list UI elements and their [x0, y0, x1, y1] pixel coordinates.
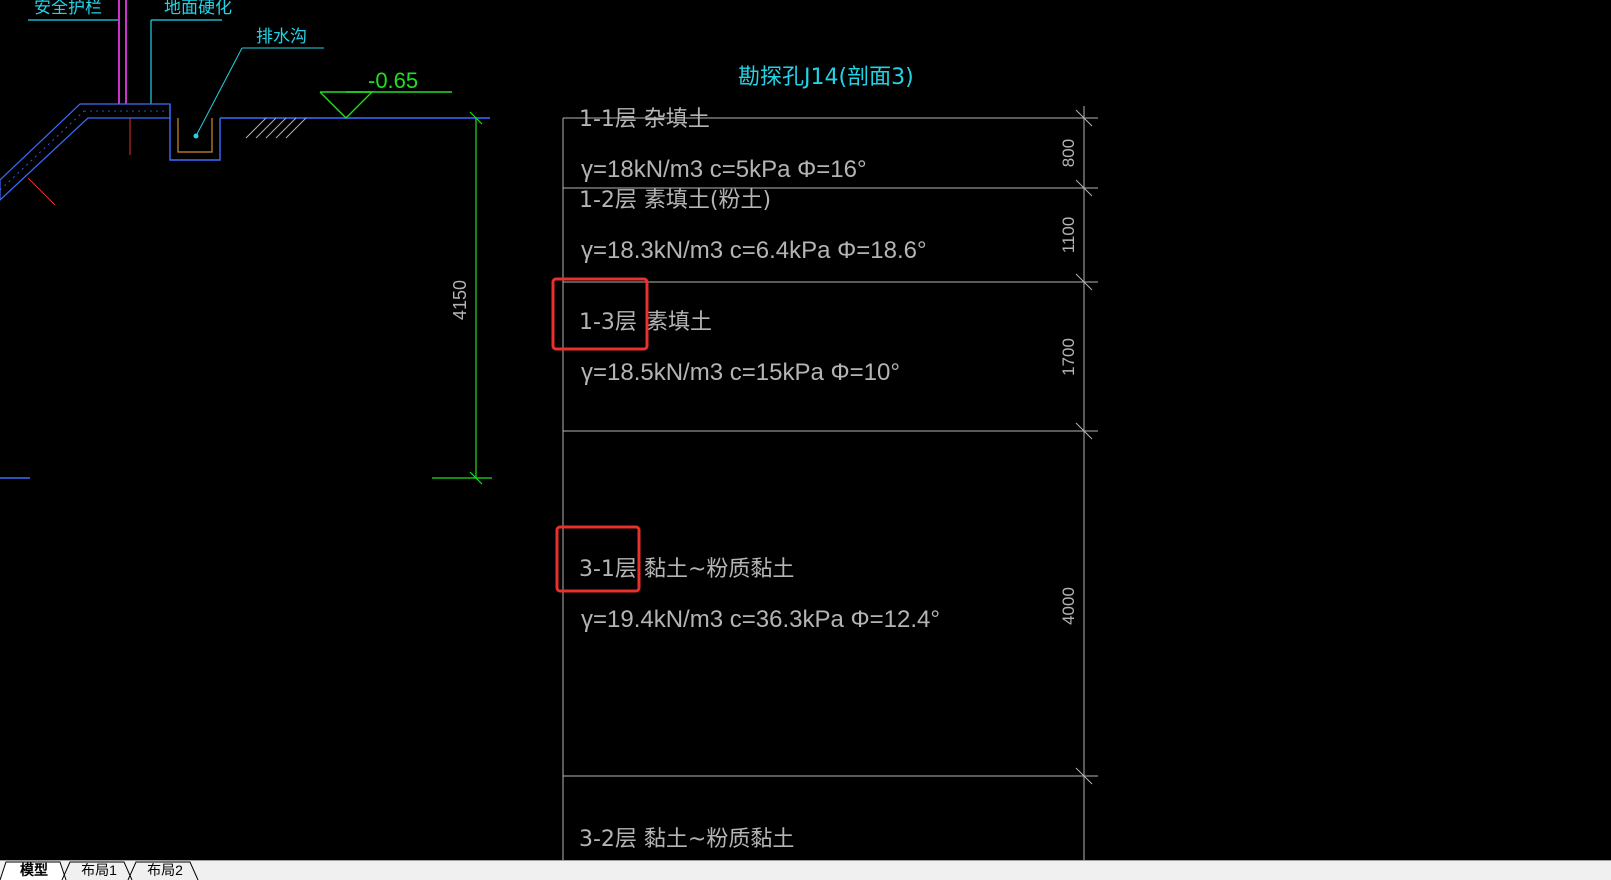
layer-1-3-params: γ=18.5kN/m3 c=15kPa Φ=10°	[581, 359, 900, 386]
layer-1-2-name: 1-2层 素填土(粉土)	[579, 188, 771, 213]
tab-layout1[interactable]: 布局1	[81, 862, 117, 878]
layer-1-3-code: 1-3层	[579, 310, 637, 335]
layer-1-1-params: γ=18kN/m3 c=5kPa Φ=16°	[581, 156, 867, 183]
cad-drawing-canvas[interactable]: 安全护栏 地面硬化 排水沟 -0.65 4150 勘探孔J14(剖面3) 1-1…	[0, 0, 1611, 860]
safety-rail-label: 安全护栏	[34, 0, 102, 18]
layer-1-2-thickness: 1100	[1059, 217, 1078, 254]
layout-tab-bar: 模型 布局1 布局2	[0, 860, 1611, 880]
tab-model[interactable]: 模型	[20, 862, 48, 878]
highlight-box-1-3	[551, 277, 649, 351]
layer-1-3-thickness: 1700	[1059, 338, 1078, 376]
highlight-box-3-1	[555, 525, 641, 593]
layer-3-1-text: 黏土~粉质黏土	[644, 557, 794, 582]
elevation-label: -0.65	[368, 68, 418, 93]
layer-1-2-params: γ=18.3kN/m3 c=6.4kPa Φ=18.6°	[581, 237, 927, 264]
drain-label: 排水沟	[256, 27, 307, 47]
tab-layout2[interactable]: 布局2	[147, 862, 183, 878]
layer-3-1-thickness: 4000	[1059, 587, 1078, 625]
ground-harden-label: 地面硬化	[164, 0, 232, 18]
layer-3-1-params: γ=19.4kN/m3 c=36.3kPa Φ=12.4°	[581, 606, 940, 633]
layer-3-1-code: 3-1层	[579, 557, 637, 582]
layer-1-3-text: 素填土	[646, 310, 712, 335]
slope-section	[0, 0, 492, 485]
layer-1-1-name: 1-1层 杂填土	[579, 107, 710, 132]
height-dimension-label: 4150	[450, 280, 470, 320]
section-title: 勘探孔J14(剖面3)	[738, 65, 914, 90]
borehole-grid	[562, 106, 1098, 860]
tab-outline	[0, 861, 199, 880]
layer-3-2-name: 3-2层 黏土~粉质黏土	[579, 827, 794, 852]
layer-1-1-thickness: 800	[1059, 139, 1078, 167]
